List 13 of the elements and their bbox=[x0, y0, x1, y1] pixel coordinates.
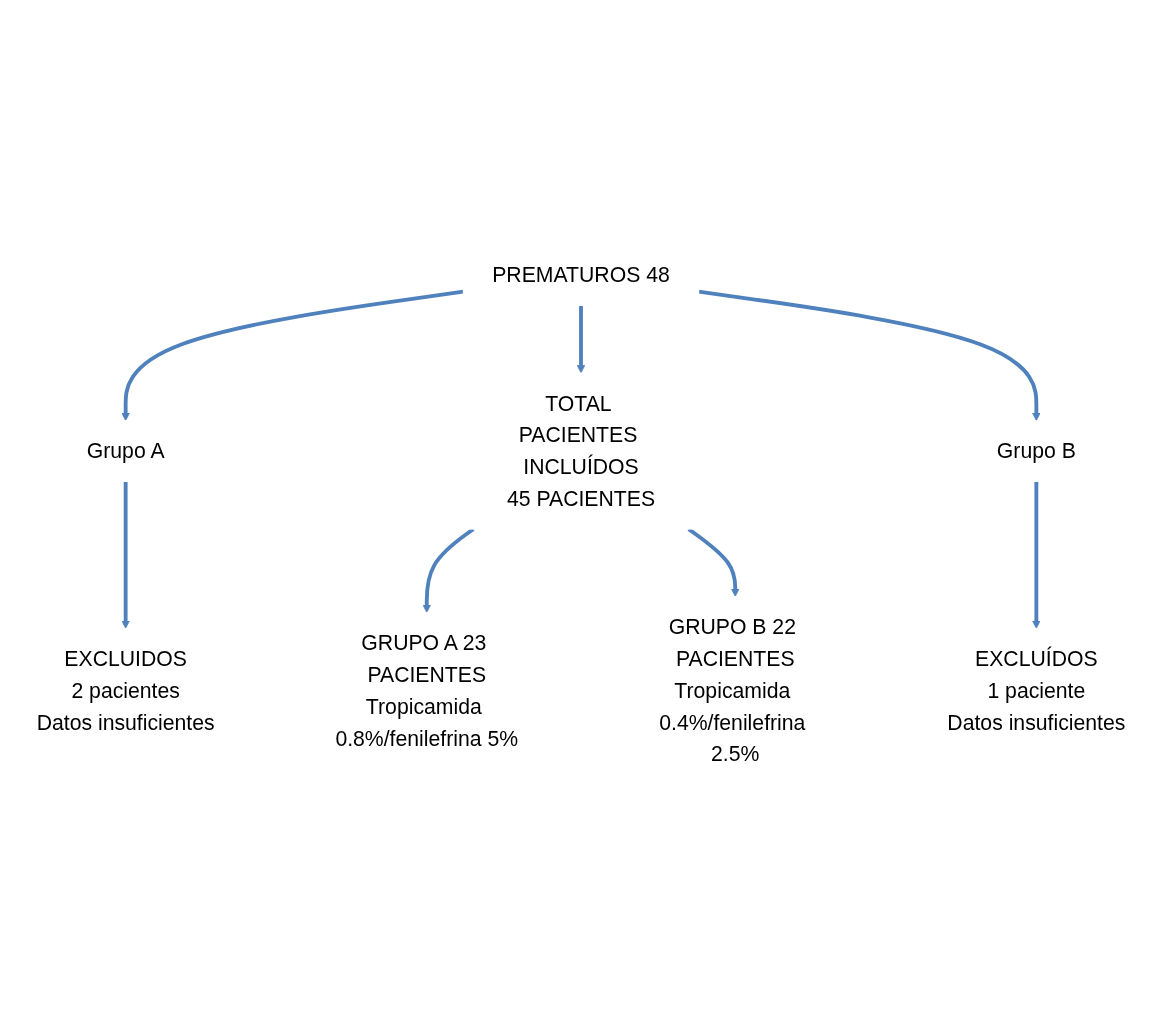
node-text: EXCLUÍDOS 1 paciente Datos insuficientes bbox=[947, 647, 1126, 735]
arrow bbox=[1032, 481, 1041, 630]
node-text: EXCLUIDOS 2 pacientes Datos insuficientes bbox=[36, 647, 215, 735]
node-text: GRUPO B 22 PACIENTES Tropicamida 0.4%/fenilefrina 2.5% bbox=[659, 615, 806, 767]
arrow bbox=[121, 481, 130, 630]
node-text: PREMATUROS 48 bbox=[492, 263, 670, 288]
node-text: TOTAL PACIENTES INCLUÍDOS 45 PACIENTES bbox=[506, 391, 656, 512]
node-text: Grupo B bbox=[996, 439, 1076, 464]
arrow bbox=[121, 290, 464, 422]
arrow bbox=[698, 290, 1041, 422]
arrow bbox=[576, 305, 586, 374]
node-text: Grupo A bbox=[86, 439, 165, 464]
node-text: GRUPO A 23 PACIENTES Tropicamida 0.8%/fenilefrina 5% bbox=[335, 631, 519, 751]
